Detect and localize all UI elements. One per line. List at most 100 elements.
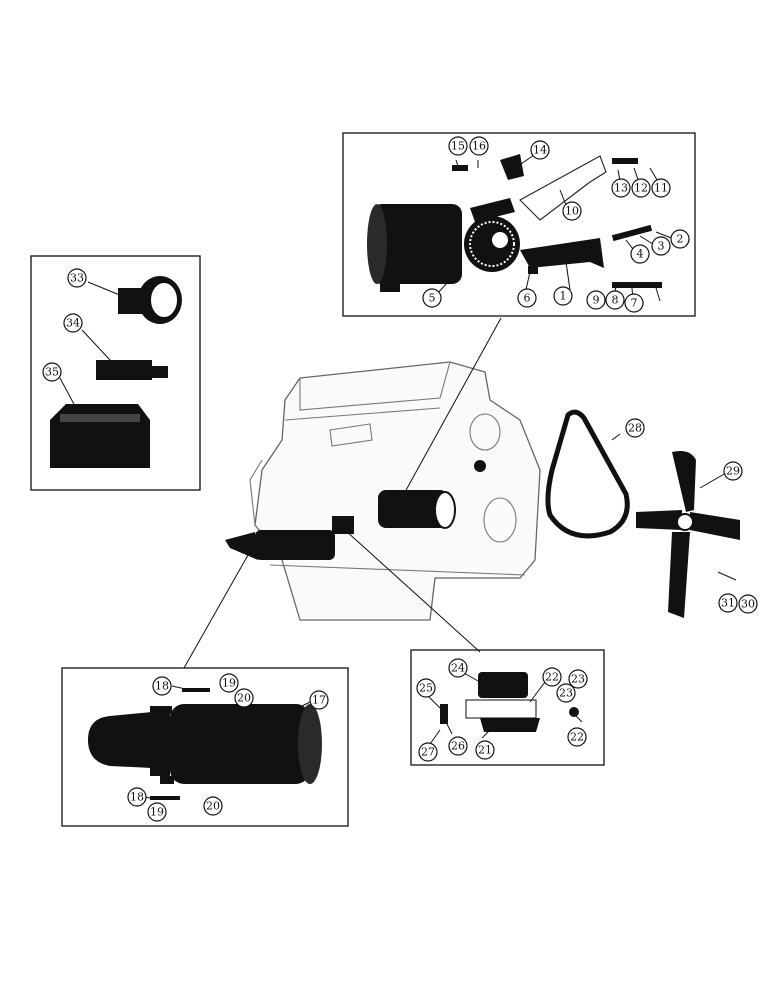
callout-1: 1 [553,286,573,306]
callout-number: 20 [206,800,220,813]
fan [636,451,740,618]
callout-ring [67,268,87,288]
callout-ring [586,290,606,310]
callout-34: 34 [63,313,83,333]
callout-ring [448,736,468,756]
callout-24: 24 [448,658,468,678]
callout-number: 26 [451,740,465,753]
callout-number: 33 [70,272,84,285]
callout-4: 4 [630,244,650,264]
callout-number: 23 [571,673,585,686]
callout-25: 25 [416,678,436,698]
callout-ring [723,461,743,481]
callout-ring [562,201,582,221]
callout-number: 6 [524,292,531,305]
callout-20: 20 [203,796,223,816]
callout-ring [63,313,83,333]
callout-ring [219,673,239,693]
callout-3: 3 [651,236,671,256]
callout-number: 20 [237,692,251,705]
callout-ring [611,178,631,198]
callout-16: 16 [469,136,489,156]
callout-number: 28 [628,422,642,435]
callout-number: 3 [658,240,665,253]
callout-number: 2 [677,233,684,246]
callout-number: 8 [612,294,619,307]
callout-ring [651,178,671,198]
callout-21: 21 [475,740,495,760]
bracket-10 [519,155,607,221]
callout-number: 14 [533,144,547,157]
callout-ring [152,676,172,696]
generator-drawing [367,198,520,292]
callout-ring [670,229,690,249]
gauge-inset [30,255,201,491]
callout-23: 23 [556,683,576,703]
callout-31: 31 [718,593,738,613]
callout-27: 27 [418,742,438,762]
callout-8: 8 [605,290,625,310]
callout-19: 19 [147,802,167,822]
callout-18: 18 [152,676,172,696]
solenoid-drawing [440,672,579,732]
callout-number: 1 [560,290,567,303]
callout-number: 12 [634,182,648,195]
callout-ring [234,688,254,708]
starter-drawing [88,688,322,800]
callout-26: 26 [448,736,468,756]
callout-19: 19 [219,673,239,693]
starter-inset [61,667,349,827]
callout-number: 7 [631,297,638,310]
callout-ring [631,178,651,198]
regulator-drawing [50,404,150,468]
callout-ring [542,667,562,687]
callout-22: 22 [567,727,587,747]
callout-ring [624,293,644,313]
callout-ring [203,796,223,816]
callout-ring [605,290,625,310]
callout-35: 35 [42,362,62,382]
callout-ring [469,136,489,156]
callout-2: 2 [670,229,690,249]
callout-10: 10 [562,201,582,221]
callout-number: 34 [66,317,80,330]
callout-15: 15 [448,136,468,156]
callout-number: 15 [451,140,465,153]
callout-number: 11 [654,182,668,195]
callout-ring [127,787,147,807]
callout-number: 16 [472,140,486,153]
solenoid-inset [410,649,605,766]
callout-ring [448,658,468,678]
callout-number: 31 [721,597,735,610]
callout-number: 35 [45,366,59,379]
callout-14: 14 [530,140,550,160]
callout-9: 9 [586,290,606,310]
callout-number: 18 [130,791,144,804]
fan-belt [545,409,630,539]
callout-11: 11 [651,178,671,198]
callout-ring [422,288,442,308]
switch-drawing [96,360,168,380]
callout-number: 17 [312,694,326,707]
callout-number: 21 [478,744,492,757]
callout-ring [418,742,438,762]
callout-ring [567,727,587,747]
callout-number: 30 [741,598,755,611]
callout-ring [625,418,645,438]
callout-number: 4 [637,248,644,261]
callout-number: 13 [614,182,628,195]
callout-22: 22 [542,667,562,687]
bracket-14 [500,154,524,180]
callout-number: 18 [155,680,169,693]
callout-18: 18 [127,787,147,807]
callout-number: 5 [429,292,436,305]
callout-ring [556,683,576,703]
callout-30: 30 [738,594,758,614]
callout-number: 19 [150,806,164,819]
callout-ring [475,740,495,760]
callout-12: 12 [631,178,651,198]
bracket-1 [520,238,604,268]
callout-13: 13 [611,178,631,198]
